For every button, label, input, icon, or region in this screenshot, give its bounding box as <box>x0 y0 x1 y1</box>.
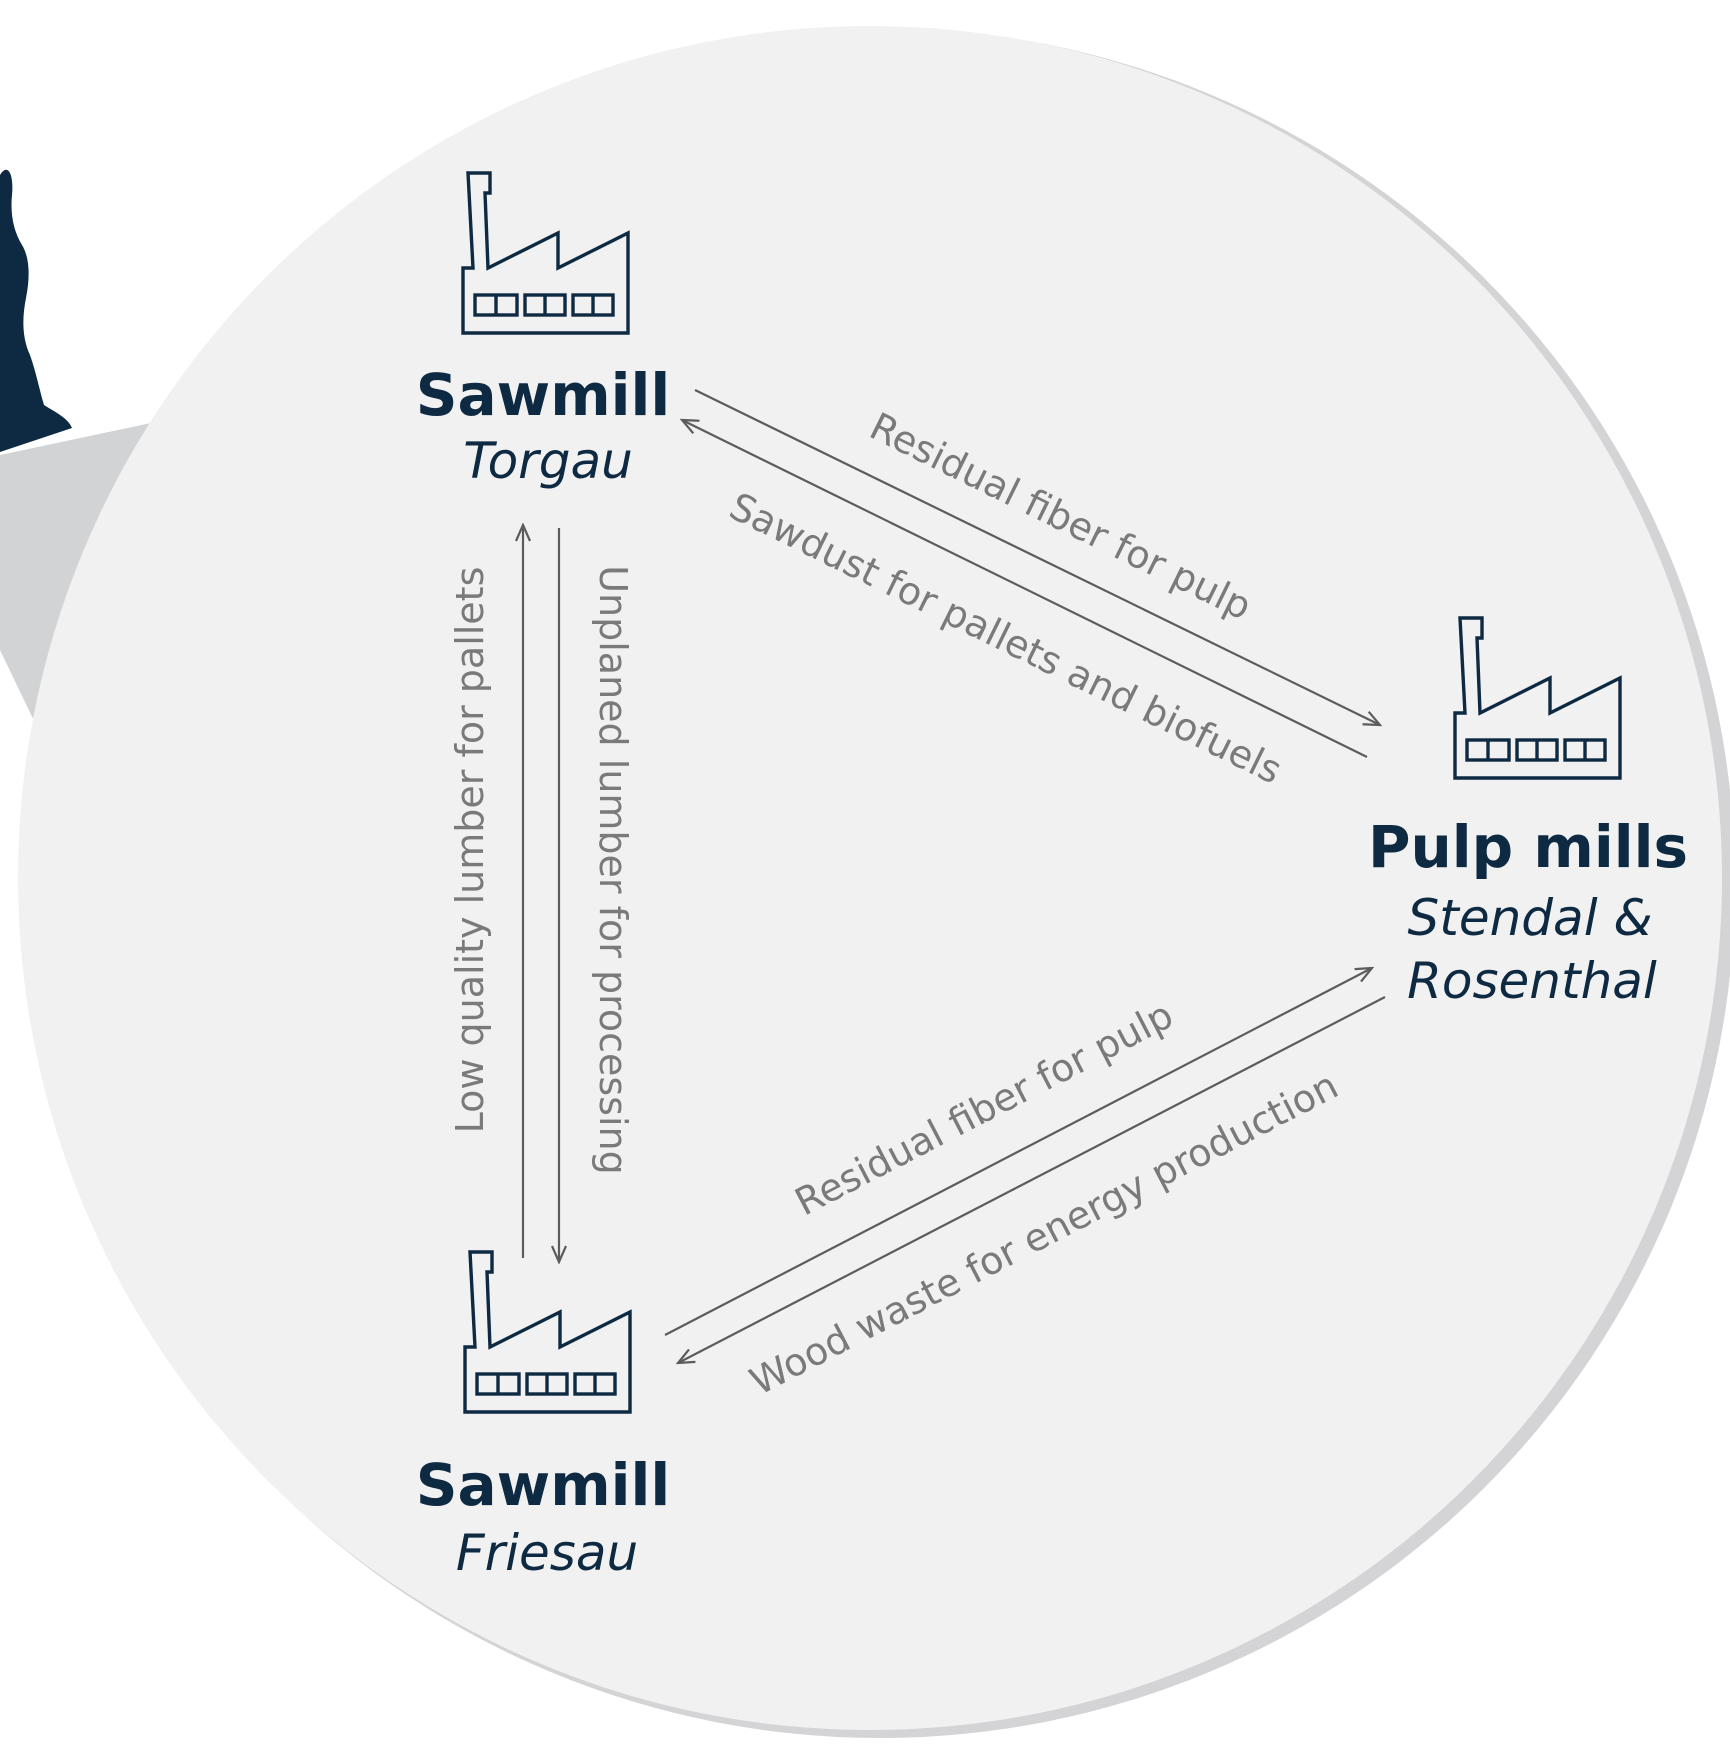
arrow-friesau-to-pulp <box>664 968 1372 1336</box>
torgau-title: Sawmill <box>416 361 671 429</box>
arrow-pulp-to-torgau <box>682 420 1368 758</box>
torgau-location: Torgau <box>463 432 633 490</box>
background-circle <box>18 26 1722 1730</box>
arrow-pulp-to-friesau <box>678 996 1386 1363</box>
pulp-location-line1: Stendal & <box>1408 889 1653 947</box>
flow-label-friesau-to-torgau: Low quality lumber for pallets <box>448 567 492 1134</box>
flow-label-torgau-to-friesau: Unplaned lumber for processing <box>591 565 635 1175</box>
pulp-title: Pulp mills <box>1368 813 1688 881</box>
friesau-title: Sawmill <box>416 1451 671 1519</box>
arrow-torgau-to-pulp <box>694 389 1380 725</box>
friesau-location: Friesau <box>456 1524 638 1582</box>
silhouette-figure <box>0 169 72 452</box>
pulp-location-line2: Rosenthal <box>1407 952 1657 1010</box>
